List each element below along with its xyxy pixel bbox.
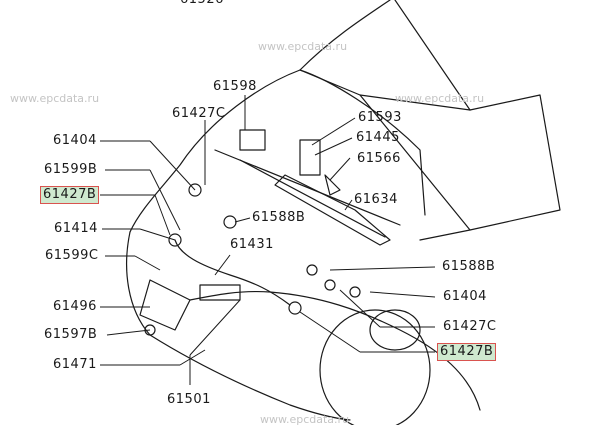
part-label-61427c-top[interactable]: 61427C	[172, 106, 226, 121]
roof-outline	[299, 0, 391, 71]
part-label-61427b-left[interactable]: 61427B	[39, 186, 100, 204]
part-label-61634[interactable]: 61634	[354, 192, 398, 207]
part-label-61526[interactable]: 61526	[180, 0, 224, 8]
part-label-61598[interactable]: 61598	[213, 79, 257, 94]
part-label-61427b-right[interactable]: 61427B	[436, 343, 497, 361]
part-label-61597b[interactable]: 61597B	[44, 327, 98, 342]
part-label-61496[interactable]: 61496	[53, 299, 97, 314]
part-label-61404-right[interactable]: 61404	[443, 289, 487, 304]
watermark-top: www.epcdata.ru	[258, 40, 348, 53]
release-cable	[174, 239, 291, 306]
part-label-61599b[interactable]: 61599B	[44, 162, 98, 177]
watermark-left: www.epcdata.ru	[10, 92, 100, 105]
part-label-61588b-right[interactable]: 61588B	[442, 259, 496, 274]
part-label-61431[interactable]: 61431	[230, 237, 274, 252]
part-label-61471[interactable]: 61471	[53, 357, 97, 372]
part-label-61427c-right[interactable]: 61427C	[443, 319, 497, 334]
part-label-61501[interactable]: 61501	[167, 392, 211, 407]
part-label-61414[interactable]: 61414	[54, 221, 98, 236]
watermark-bottom: www.epcdata.ru	[260, 413, 350, 426]
leader-lines	[100, 95, 436, 385]
hood-outline	[129, 69, 301, 233]
part-label-61566[interactable]: 61566	[357, 151, 401, 166]
wheel-outline	[319, 309, 431, 425]
part-label-61593[interactable]: 61593	[358, 110, 402, 125]
windshield-outline	[299, 69, 471, 241]
part-label-61588b-center[interactable]: 61588B	[252, 210, 306, 225]
watermark-right: www.epcdata.ru	[395, 92, 485, 105]
part-label-61404-left[interactable]: 61404	[53, 133, 97, 148]
door-outline	[469, 94, 561, 231]
part-label-61445[interactable]: 61445	[356, 130, 400, 145]
fender-outline	[126, 231, 351, 421]
part-label-61599c[interactable]: 61599C	[45, 248, 99, 263]
